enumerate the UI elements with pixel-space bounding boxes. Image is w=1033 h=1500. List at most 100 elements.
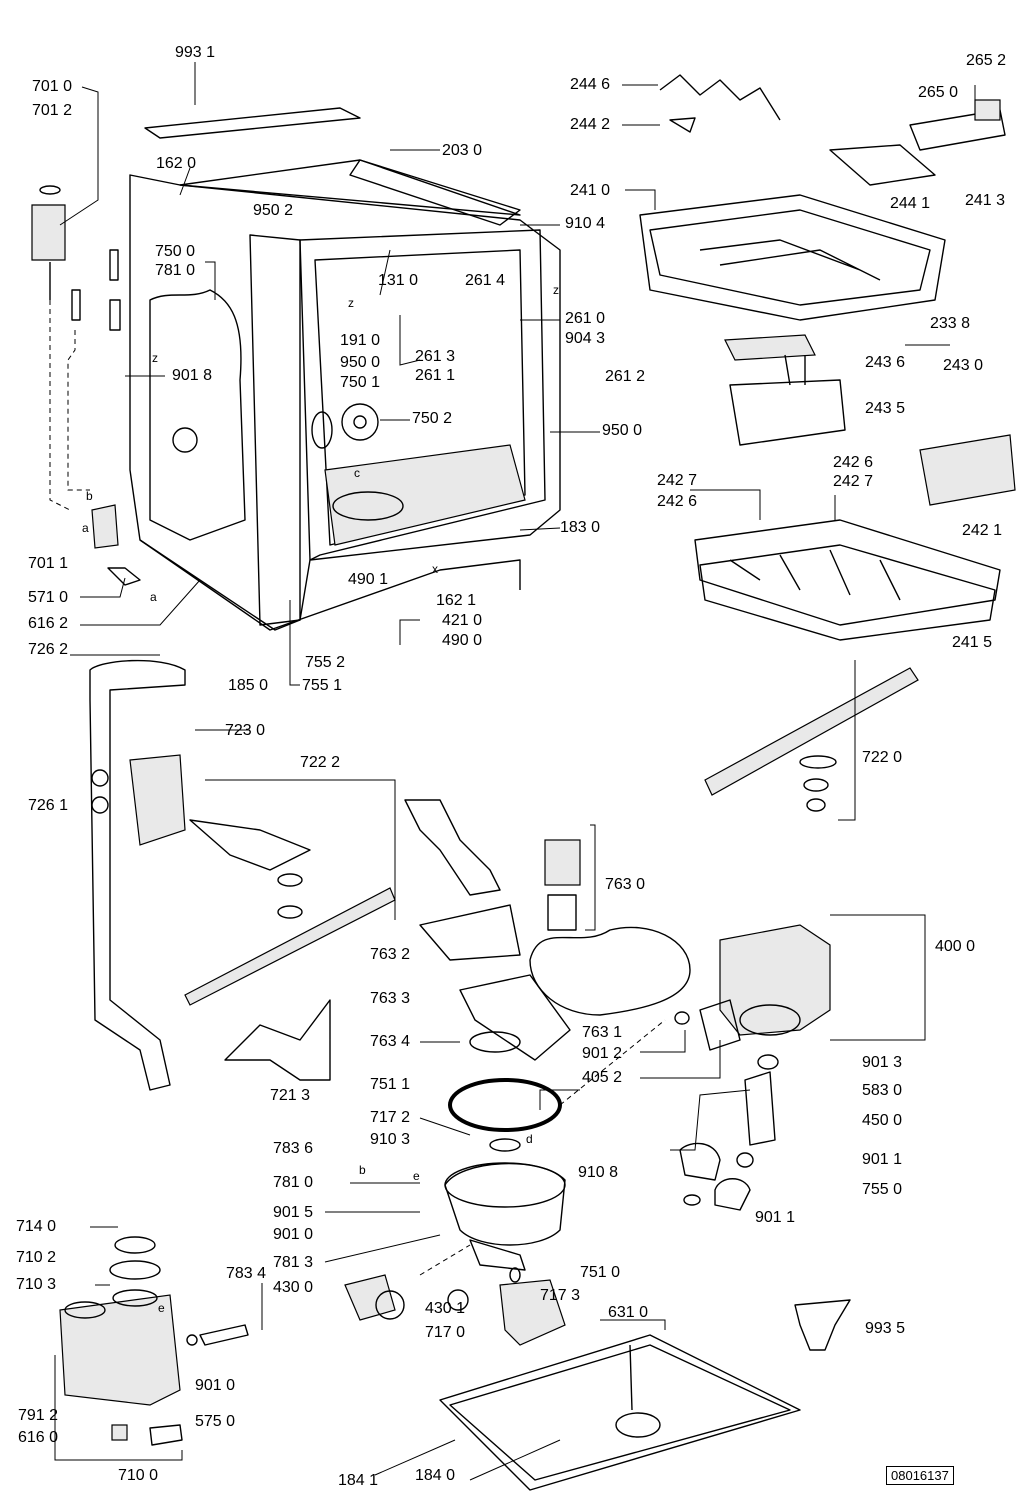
callout-763-4: 763 4: [370, 1033, 411, 1050]
callout-490-1: 490 1: [348, 571, 389, 588]
document-id-box: 08016137: [886, 1466, 954, 1485]
callout-241-3: 241 3: [965, 192, 1006, 209]
callout-755-1: 755 1: [302, 677, 343, 694]
callout-901-8: 901 8: [172, 367, 213, 384]
marker-x: x: [432, 562, 438, 576]
upper-spray-arm: [704, 667, 919, 812]
drain-pump: [344, 1244, 566, 1346]
callout-400-0: 400 0: [935, 938, 976, 955]
callout-901-5: 901 5: [273, 1204, 314, 1221]
callout-726-1: 726 1: [28, 797, 69, 814]
callout-261-3: 261 3: [415, 348, 456, 365]
callout-261-4: 261 4: [465, 272, 506, 289]
callout-901-2: 901 2: [582, 1045, 623, 1062]
callout-750-1: 750 1: [340, 374, 381, 391]
callout-993-5: 993 5: [865, 1320, 906, 1337]
callout-763-0: 763 0: [605, 876, 646, 893]
marker-c: c: [354, 466, 360, 480]
callout-261-0: 261 0: [565, 310, 606, 327]
callout-241-5: 241 5: [952, 634, 993, 651]
callout-710-0: 710 0: [118, 1467, 159, 1484]
callout-244-6: 244 6: [570, 76, 611, 93]
marker-a: a: [150, 590, 157, 604]
callout-242-6-b: 242 6: [657, 493, 698, 510]
left-parts: [31, 185, 141, 586]
callout-993-1: 993 1: [175, 44, 216, 61]
callout-131-0: 131 0: [378, 272, 419, 289]
water-softener: [59, 1236, 249, 1446]
callout-783-4: 783 4: [226, 1265, 267, 1282]
marker-e: e: [158, 1301, 165, 1315]
callout-751-1: 751 1: [370, 1076, 411, 1093]
callout-631-0: 631 0: [608, 1304, 649, 1321]
callout-183-0: 183 0: [560, 519, 601, 536]
callout-721-3: 721 3: [270, 1087, 311, 1104]
callout-701-1: 701 1: [28, 555, 69, 572]
callout-265-0: 265 0: [918, 84, 959, 101]
supply-tube: [89, 659, 186, 1091]
callout-184-1: 184 1: [338, 1472, 379, 1489]
callout-430-1: 430 1: [425, 1300, 466, 1317]
callout-910-3: 910 3: [370, 1131, 411, 1148]
callout-450-0: 450 0: [862, 1112, 903, 1129]
callout-571-0: 571 0: [28, 589, 69, 606]
leader-lines: [54, 62, 976, 1481]
top-strip: [144, 107, 361, 139]
callout-184-0: 184 0: [415, 1467, 456, 1484]
callout-616-2: 616 2: [28, 615, 69, 632]
marker-b: b: [359, 1163, 366, 1177]
callout-781-0: 781 0: [155, 262, 196, 279]
callout-755-2: 755 2: [305, 654, 346, 671]
callout-244-2: 244 2: [570, 116, 611, 133]
callout-243-6: 243 6: [865, 354, 906, 371]
callout-421-0: 421 0: [442, 612, 483, 629]
wash-pump: [559, 924, 831, 1211]
callout-242-7-b: 242 7: [833, 473, 874, 490]
marker-a: a: [82, 521, 89, 535]
callout-244-1: 244 1: [890, 195, 931, 212]
callout-781-0-b: 781 0: [273, 1174, 314, 1191]
callout-763-1: 763 1: [582, 1024, 623, 1041]
callout-910-8: 910 8: [578, 1164, 619, 1181]
callout-242-7-a: 242 7: [657, 472, 698, 489]
callout-242-6-a: 242 6: [833, 454, 874, 471]
callout-904-3: 904 3: [565, 330, 606, 347]
lower-rack: [694, 519, 1001, 641]
callout-751-0: 751 0: [580, 1264, 621, 1281]
callout-405-2: 405 2: [582, 1069, 623, 1086]
callout-714-0: 714 0: [16, 1218, 57, 1235]
upper-rack: [639, 74, 1006, 321]
callout-185-0: 185 0: [228, 677, 269, 694]
callout-791-2: 791 2: [18, 1407, 59, 1424]
callout-261-2: 261 2: [605, 368, 646, 385]
callout-717-0: 717 0: [425, 1324, 466, 1341]
callout-261-1: 261 1: [415, 367, 456, 384]
callout-616-0: 616 0: [18, 1429, 59, 1446]
marker-z: z: [553, 283, 559, 297]
callout-755-0: 755 0: [862, 1181, 903, 1198]
marker-b: b: [86, 489, 93, 503]
callout-233-8: 233 8: [930, 315, 971, 332]
marker-d: d: [526, 1132, 533, 1146]
callout-710-2: 710 2: [16, 1249, 57, 1266]
callout-243-5: 243 5: [865, 400, 906, 417]
callout-701-2: 701 2: [32, 102, 73, 119]
callout-243-0: 243 0: [943, 357, 984, 374]
callout-430-0: 430 0: [273, 1279, 314, 1296]
callout-783-6: 783 6: [273, 1140, 314, 1157]
callout-162-0: 162 0: [156, 155, 197, 172]
callout-701-0: 701 0: [32, 78, 73, 95]
callout-901-0-b: 901 0: [195, 1377, 236, 1394]
callout-191-0: 191 0: [340, 332, 381, 349]
callout-265-2: 265 2: [966, 52, 1007, 69]
callout-763-2: 763 2: [370, 946, 411, 963]
marker-z: z: [348, 296, 354, 310]
callout-710-3: 710 3: [16, 1276, 57, 1293]
base-plate: [439, 1299, 851, 1491]
callout-901-3: 901 3: [862, 1054, 903, 1071]
callout-950-0-b: 950 0: [602, 422, 643, 439]
callout-763-3: 763 3: [370, 990, 411, 1007]
callout-901-1-a: 901 1: [862, 1151, 903, 1168]
callout-203-0: 203 0: [442, 142, 483, 159]
